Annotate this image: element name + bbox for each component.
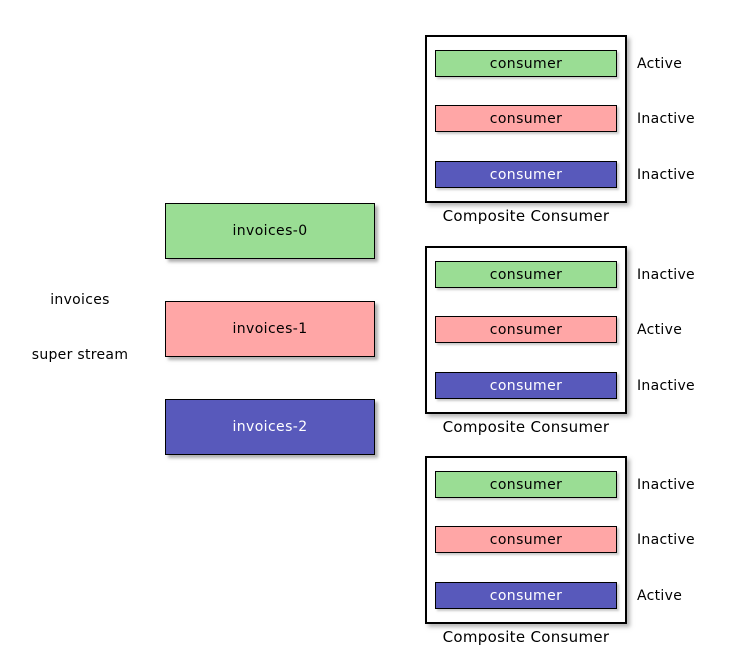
consumer-label: consumer — [489, 110, 563, 127]
consumer-status: Inactive — [637, 266, 695, 283]
partition-label: invoices-0 — [232, 223, 308, 239]
consumer-box: consumer — [435, 582, 617, 609]
consumer-label: consumer — [489, 587, 563, 604]
consumer-status: Active — [637, 321, 683, 338]
consumer-label: consumer — [489, 266, 563, 283]
consumer-box: consumer — [435, 161, 617, 188]
composite-consumer-group-1: consumer consumer consumer Active Inacti… — [425, 35, 695, 225]
stream-type-label: super stream — [31, 347, 129, 363]
consumer-status: Inactive — [637, 476, 695, 493]
consumer-box: consumer — [435, 261, 617, 288]
consumer-label: consumer — [489, 55, 563, 72]
consumer-label: consumer — [489, 166, 563, 183]
partition-invoices-1: invoices-1 — [165, 301, 375, 357]
consumer-label: consumer — [489, 476, 563, 493]
composite-consumer-title: Composite Consumer — [442, 628, 610, 646]
consumer-status: Active — [637, 587, 683, 604]
consumer-status: Inactive — [637, 377, 695, 394]
partition-invoices-2: invoices-2 — [165, 399, 375, 455]
stream-name-label: invoices — [50, 292, 110, 308]
consumer-box: consumer — [435, 316, 617, 343]
composite-consumer-group-3: consumer consumer consumer Inactive Inac… — [425, 456, 695, 646]
consumer-status: Inactive — [637, 110, 695, 127]
composite-consumer-group-2: consumer consumer consumer Inactive Acti… — [425, 246, 695, 436]
consumer-box: consumer — [435, 526, 617, 553]
consumer-box: consumer — [435, 372, 617, 399]
partition-label: invoices-2 — [232, 419, 308, 435]
consumer-status: Active — [637, 55, 683, 72]
composite-consumer-title: Composite Consumer — [442, 418, 610, 436]
composite-consumer-title: Composite Consumer — [442, 207, 610, 225]
consumer-status: Inactive — [637, 531, 695, 548]
consumer-box: consumer — [435, 105, 617, 132]
consumer-box: consumer — [435, 471, 617, 498]
partition-invoices-0: invoices-0 — [165, 203, 375, 259]
consumer-box: consumer — [435, 50, 617, 77]
consumer-label: consumer — [489, 377, 563, 394]
consumer-label: consumer — [489, 321, 563, 338]
consumer-status: Inactive — [637, 166, 695, 183]
partition-label: invoices-1 — [232, 321, 308, 337]
consumer-label: consumer — [489, 531, 563, 548]
